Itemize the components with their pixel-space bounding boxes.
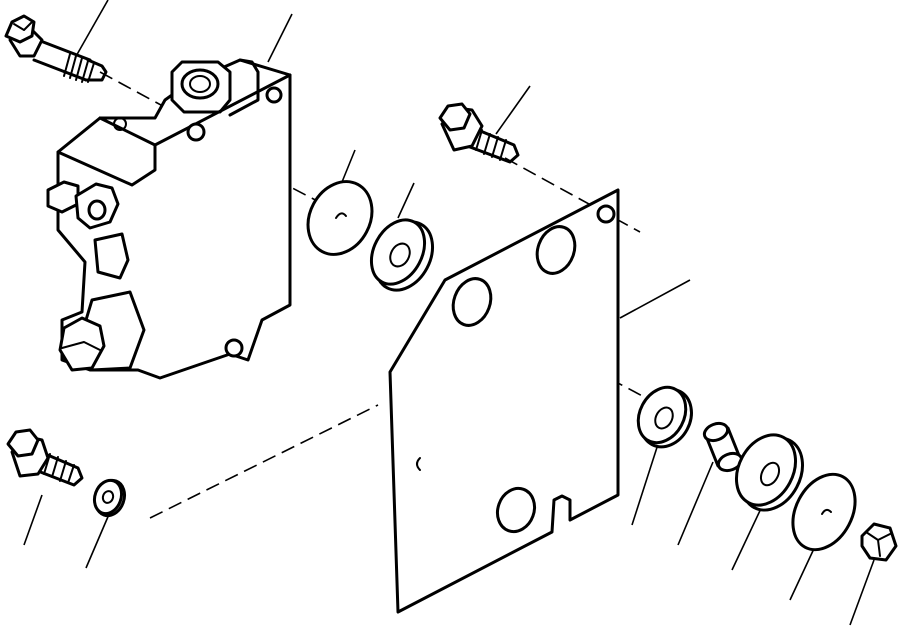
upper-left-flange-bolt-icon (4, 14, 108, 83)
mounting-plate-icon (388, 188, 620, 614)
small-washer-icon (92, 478, 127, 518)
spacer-washer-b-icon (636, 385, 693, 449)
bushing-icon (702, 421, 744, 473)
leader-lines (23, 0, 875, 626)
lower-left-flange-bolt-icon (6, 428, 84, 487)
spacer-washer-c-icon (735, 433, 804, 512)
upper-right-flange-bolt-icon (438, 102, 520, 164)
spacer-washer-a-icon (369, 218, 435, 292)
flat-washer-b-icon (791, 472, 857, 552)
flat-washer-a-icon (306, 180, 374, 256)
hex-nut-icon (860, 522, 898, 562)
valve-block-icon (46, 58, 292, 380)
